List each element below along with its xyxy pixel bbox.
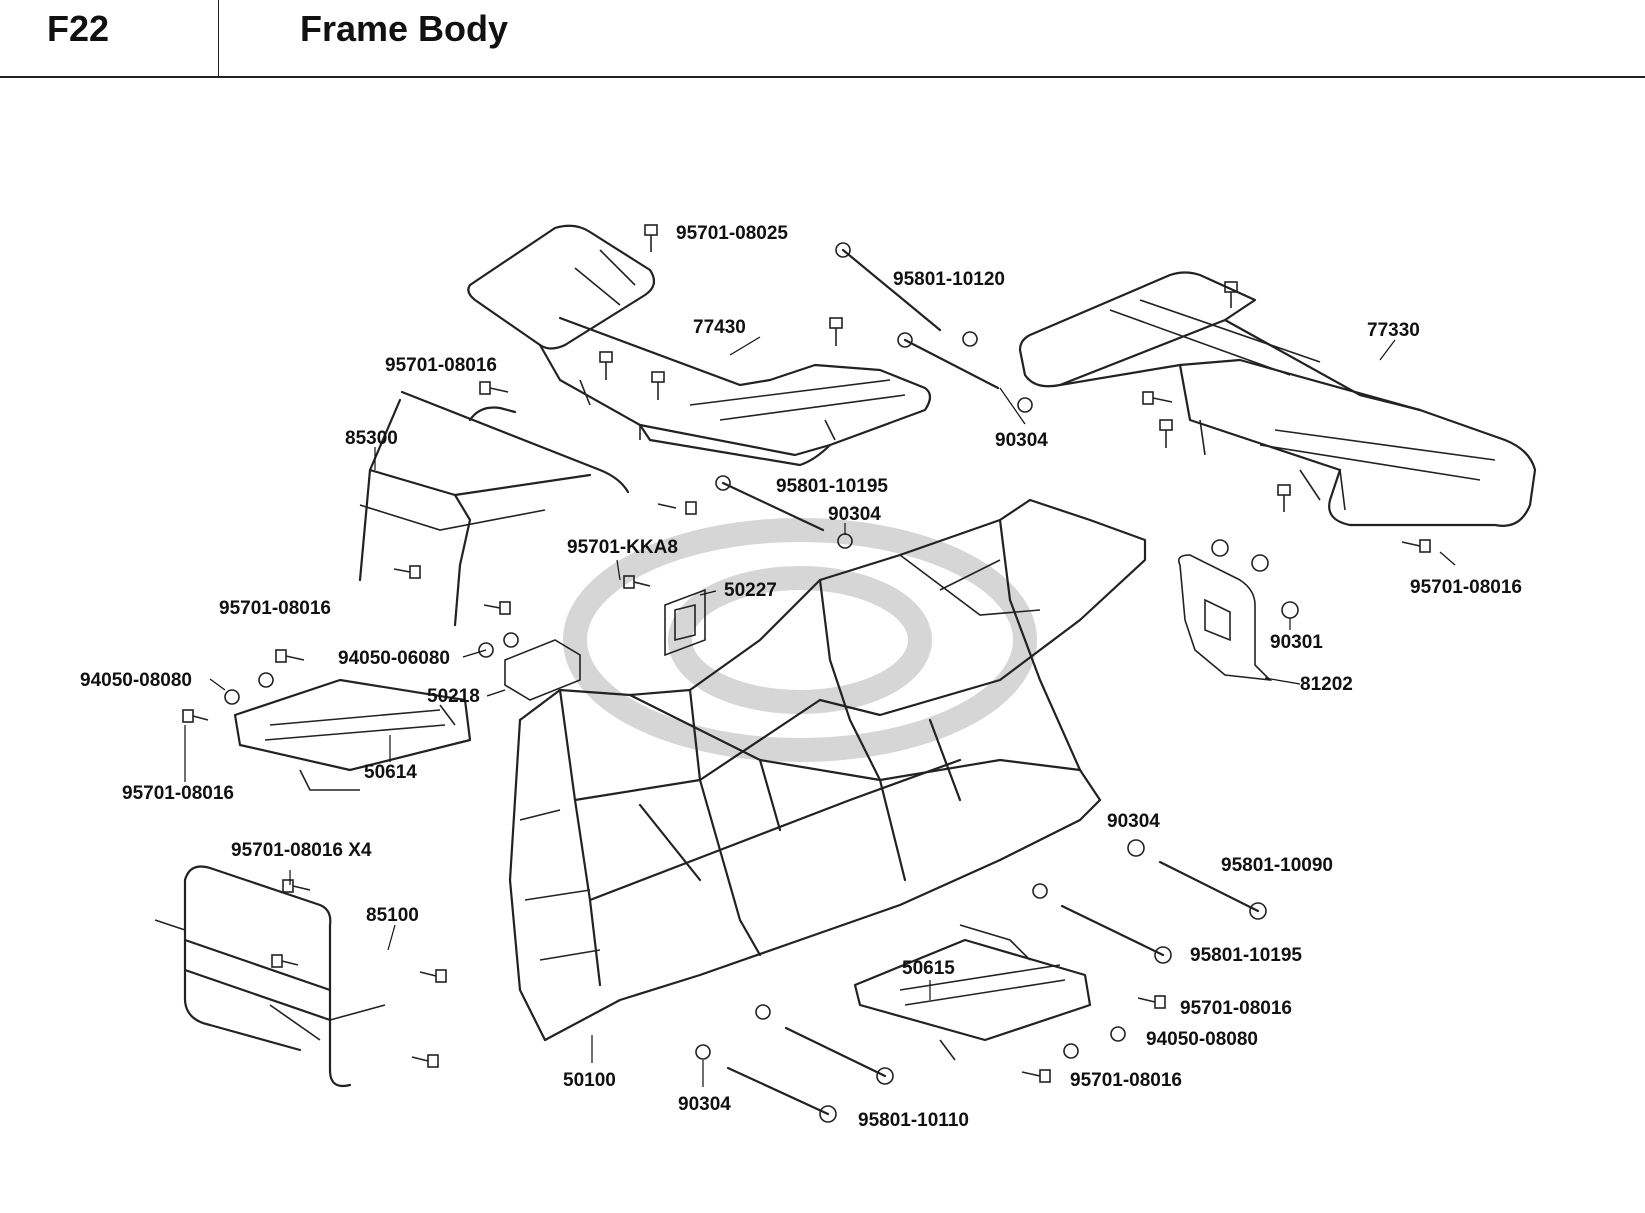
part-label: 81202: [1300, 674, 1353, 695]
front-guard-drawing: [358, 390, 630, 627]
part-label: 95701-08016: [219, 598, 331, 619]
long-bolts: [715, 242, 1267, 1123]
part-label: 95701-08016: [122, 783, 234, 804]
section-code: F22: [47, 8, 110, 49]
part-label: 50614: [364, 762, 417, 783]
section-title: Frame Body: [300, 8, 509, 49]
footrest-right-drawing: [853, 924, 1092, 1061]
part-label: 94050-08080: [80, 670, 192, 691]
part-label: 90304: [1107, 811, 1160, 832]
part-label: 90301: [1270, 632, 1323, 653]
leader-lines: [184, 336, 1456, 1087]
part-labels: 95701-08025 95801-10120 77430 77330 9570…: [80, 223, 1522, 1131]
part-label: 95801-10090: [1221, 855, 1333, 876]
part-label: 77330: [1367, 320, 1420, 341]
part-label: 50227: [724, 580, 777, 601]
skid-plate-81202-drawing: [1177, 554, 1273, 682]
part-label: 95801-10110: [858, 1110, 969, 1131]
part-label: 95801-10195: [1190, 945, 1302, 966]
part-label: 95801-10120: [893, 269, 1005, 290]
part-label: 95701-08016: [1180, 998, 1292, 1019]
part-label: 95701-08016: [385, 355, 497, 376]
part-label: 90304: [828, 504, 881, 525]
part-label: 95701-08016: [1070, 1070, 1182, 1091]
part-label: 85300: [345, 428, 398, 449]
bracket-50227-drawing: [664, 588, 706, 657]
part-label: 90304: [678, 1094, 731, 1115]
bracket-50218-drawing: [504, 639, 581, 701]
part-label: 85100: [366, 905, 419, 926]
part-label: 94050-08080: [1146, 1029, 1258, 1050]
part-label: 94050-06080: [338, 648, 450, 669]
header-divider: [218, 0, 219, 76]
part-label: 95701-08016 X4: [231, 840, 372, 861]
part-label: 50100: [563, 1070, 616, 1091]
rear-carrier-drawing: [467, 224, 932, 467]
part-label: 95701-KKA8: [567, 537, 678, 558]
page-header: F22 Frame Body: [0, 0, 1645, 78]
main-frame-drawing: [508, 498, 1147, 1042]
front-bumper-drawing: [154, 865, 386, 1088]
part-label: 95801-10195: [776, 476, 888, 497]
part-label: 50615: [902, 958, 955, 979]
fasteners: [182, 224, 1431, 1083]
front-carrier-drawing: [1018, 271, 1537, 527]
part-label: 77430: [693, 317, 746, 338]
part-label: 95701-08016: [1410, 577, 1522, 598]
watermark-logo: [563, 518, 1037, 762]
footrest-left-drawing: [233, 678, 472, 791]
part-label: 50218: [427, 686, 480, 707]
part-label: 90304: [995, 430, 1048, 451]
part-label: 95701-08025: [676, 223, 788, 244]
